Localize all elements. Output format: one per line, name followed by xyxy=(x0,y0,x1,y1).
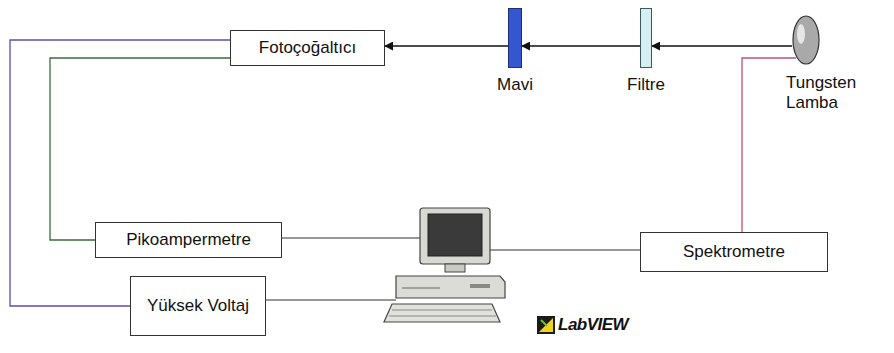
wire xyxy=(490,249,640,250)
labview-logo xyxy=(537,316,555,334)
device-box: Pikoampermetre xyxy=(95,222,282,258)
blue-filter: Mavi xyxy=(508,8,522,68)
light-arrow xyxy=(385,45,508,46)
box-label: Fotoçoğaltıcı xyxy=(253,38,362,58)
box-label: Pikoampermetre xyxy=(120,230,257,250)
device-box: Spektrometre xyxy=(640,232,828,272)
part-label: Tungsten Lamba xyxy=(786,73,878,114)
connector-line xyxy=(10,40,230,306)
light-arrow xyxy=(522,45,640,46)
optical-filter: Filtre xyxy=(640,8,652,68)
box-label: Yüksek Voltaj xyxy=(141,296,255,316)
light-arrow xyxy=(652,45,792,46)
process-box: Fotoçoğaltıcı xyxy=(230,30,385,66)
software-logo-text: LabVIEW xyxy=(558,315,628,335)
box-label: Spektrometre xyxy=(677,242,791,262)
connector-line xyxy=(50,58,230,240)
wire xyxy=(266,299,396,300)
part-label: Filtre xyxy=(627,75,665,95)
device-box: Yüksek Voltaj xyxy=(130,276,266,336)
computer-icon xyxy=(384,208,505,322)
part-label: Mavi xyxy=(497,75,533,95)
wire xyxy=(282,237,420,238)
lamp-shape xyxy=(792,15,820,65)
lamp: Tungsten Lamba xyxy=(792,15,820,65)
